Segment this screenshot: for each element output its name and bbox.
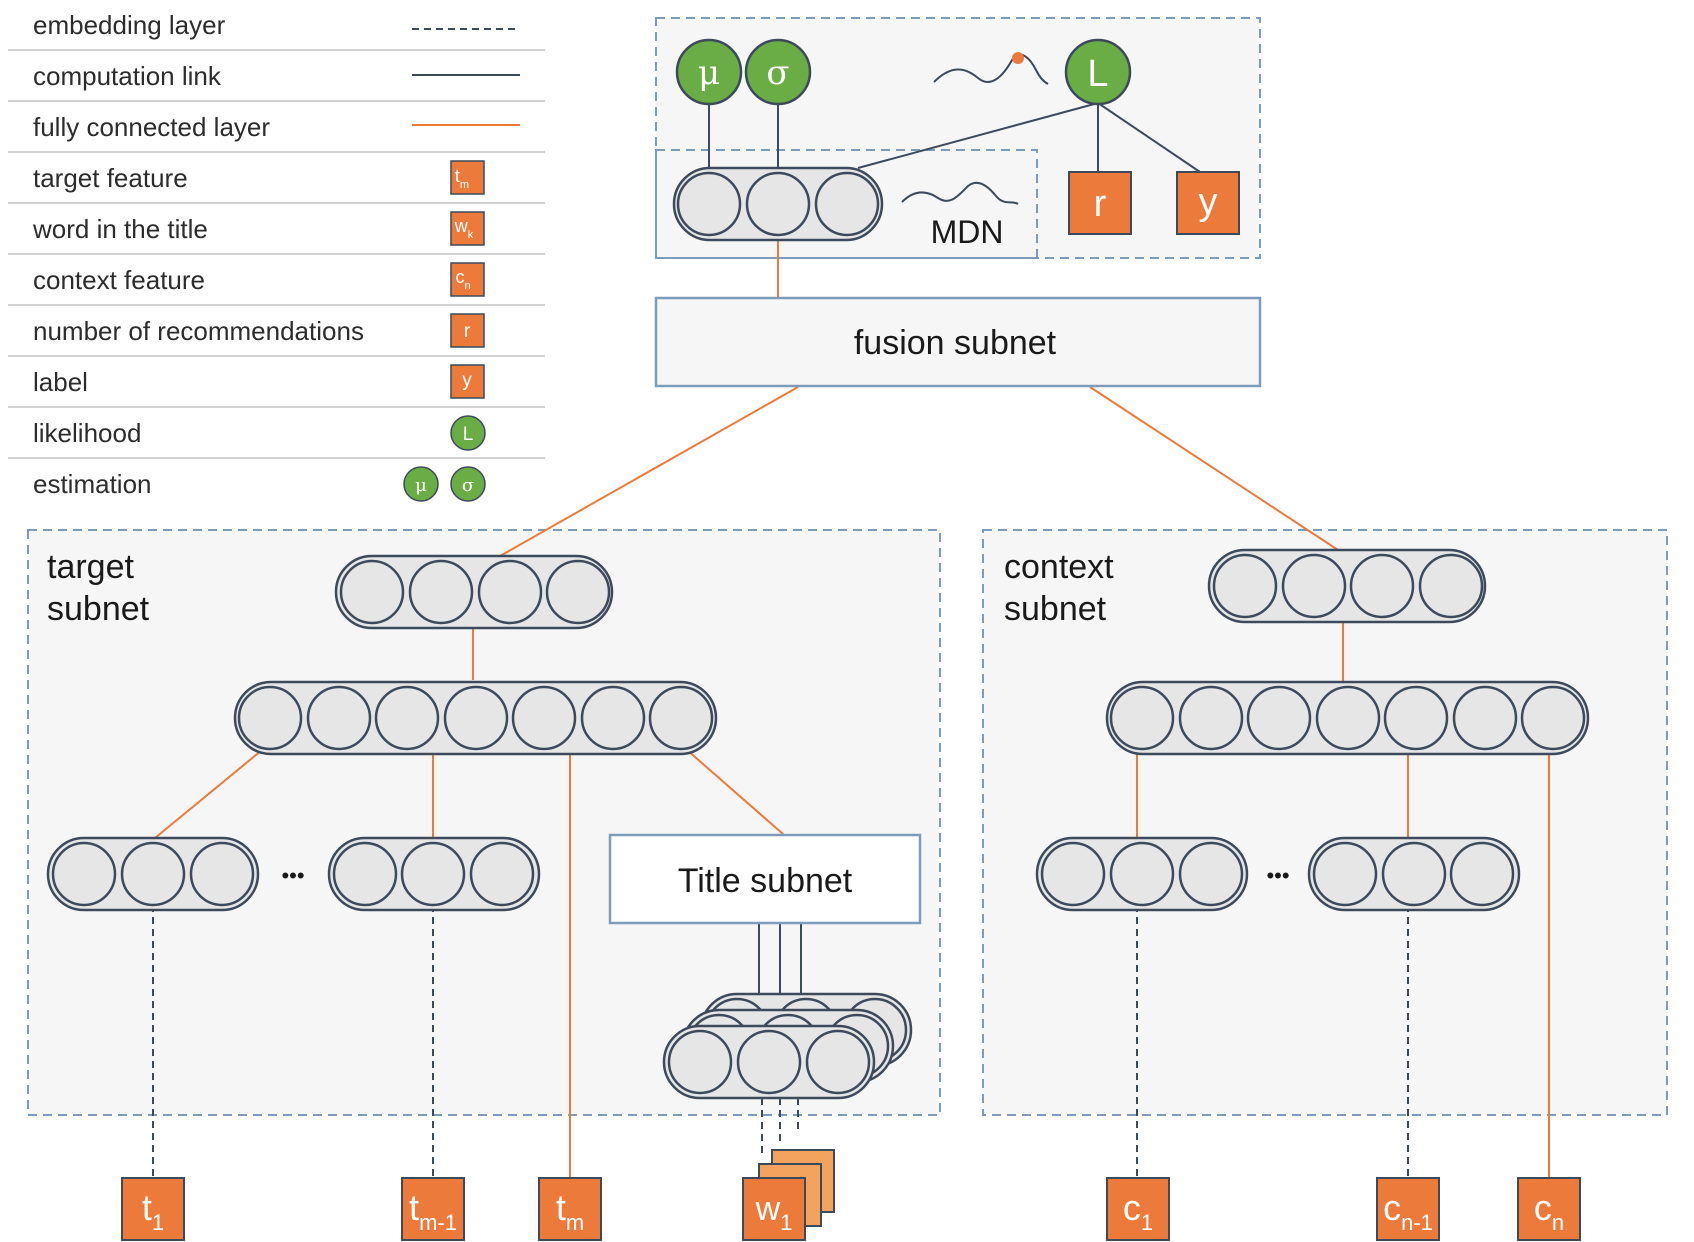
legend-dividers xyxy=(8,49,545,459)
legend-label-computation: computation link xyxy=(33,61,222,91)
neuron-layers xyxy=(46,166,1590,1100)
legend-r-square-icon xyxy=(450,313,485,348)
legend-label-likelihood: likelihood xyxy=(33,418,141,448)
input-tm-1: tm-1 xyxy=(409,1187,457,1235)
legend-word-square-label: wk xyxy=(454,216,474,241)
fully-connected-links xyxy=(154,235,1550,1178)
input-c1: c1 xyxy=(1123,1187,1153,1235)
sigma-node xyxy=(744,38,812,106)
legend-context-square-icon xyxy=(450,262,485,297)
legend-label-target-feature: target feature xyxy=(33,163,188,193)
legend-label-fully-connected: fully connected layer xyxy=(33,112,270,142)
y-node-label: y xyxy=(1199,181,1218,223)
legend-label-label: label xyxy=(33,367,88,397)
mdn-layer xyxy=(672,166,884,242)
context-ellipsis: ••• xyxy=(1266,863,1289,888)
fusion-subnet-label: fusion subnet xyxy=(854,324,1057,362)
context-subnet-region xyxy=(982,529,1668,1116)
target-top-layer xyxy=(334,554,614,630)
target-ellipsis: ••• xyxy=(281,863,304,888)
legend: embedding layer computation link fully c… xyxy=(8,10,545,502)
input-w1: w1 xyxy=(755,1190,793,1235)
embedding-links xyxy=(152,905,1409,1178)
input-w1-box xyxy=(742,1177,806,1241)
legend-mu-circle-icon xyxy=(403,466,439,502)
target-middle-layer xyxy=(233,680,718,756)
fusion-subnet-box xyxy=(654,296,1262,388)
legend-word-square-icon xyxy=(450,211,485,246)
input-t1: t1 xyxy=(142,1187,164,1235)
context-top-layer xyxy=(1207,548,1487,624)
title-word-embed-stack xyxy=(662,992,913,1100)
mdn-label: MDN xyxy=(931,214,1004,250)
y-node xyxy=(1176,171,1240,235)
mdn-wave-icon xyxy=(901,181,1019,205)
legend-target-square-icon xyxy=(450,160,485,195)
context-embed-layer-1 xyxy=(1035,836,1249,912)
target-subnet-label: target subnet xyxy=(47,548,150,628)
legend-label-context: context feature xyxy=(33,265,205,295)
input-cn: cn xyxy=(1534,1187,1564,1235)
title-subnet-box xyxy=(608,833,922,925)
legend-sigma-circle-label: σ xyxy=(462,475,474,496)
input-cn-1: cn-1 xyxy=(1383,1187,1433,1235)
input-t1-box xyxy=(121,1177,185,1241)
likelihood-node-label: L xyxy=(1087,53,1108,95)
mu-node xyxy=(675,38,743,106)
input-tm: tm xyxy=(556,1187,584,1235)
legend-y-square-icon xyxy=(450,364,485,399)
legend-sigma-circle-icon xyxy=(450,466,486,502)
input-tm-box xyxy=(538,1177,602,1241)
input-features: t1 tm-1 tm w1 c1 cn-1 cn xyxy=(121,1177,1581,1241)
legend-label-estimation: estimation xyxy=(33,469,152,499)
legend-r-square-label: r xyxy=(464,321,471,342)
r-node xyxy=(1068,171,1132,235)
context-embed-layer-2 xyxy=(1307,836,1521,912)
sample-point-icon xyxy=(1012,52,1024,64)
sigma-node-label: σ xyxy=(766,53,789,93)
context-middle-layer xyxy=(1105,680,1590,756)
computation-links xyxy=(708,98,1201,1005)
input-cn-box xyxy=(1517,1177,1581,1241)
title-subnet-label: Title subnet xyxy=(678,862,853,900)
r-node-label: r xyxy=(1094,183,1107,225)
target-embed-layer-2 xyxy=(327,836,541,912)
legend-likelihood-circle-icon xyxy=(450,415,486,451)
likelihood-node xyxy=(1064,38,1132,106)
legend-context-square-label: cn xyxy=(455,267,470,292)
legend-target-square-label: tm xyxy=(455,166,469,191)
legend-y-square-label: y xyxy=(462,370,472,391)
input-tm-1-box xyxy=(401,1177,465,1241)
mu-node-label: μ xyxy=(698,53,720,93)
legend-label-word: word in the title xyxy=(32,214,208,244)
context-subnet-label: context subnet xyxy=(1004,548,1123,628)
legend-mu-circle-label: μ xyxy=(415,475,427,496)
target-embed-layer-1 xyxy=(46,836,260,912)
input-cn-1-box xyxy=(1376,1177,1440,1241)
gaussian-wave-icon xyxy=(933,53,1049,85)
mdn-region xyxy=(655,149,1038,259)
legend-likelihood-circle-label: L xyxy=(463,424,474,445)
legend-label-recommendations: number of recommendations xyxy=(33,316,364,346)
input-c1-box xyxy=(1106,1177,1170,1241)
legend-label-embedding: embedding layer xyxy=(33,10,226,40)
